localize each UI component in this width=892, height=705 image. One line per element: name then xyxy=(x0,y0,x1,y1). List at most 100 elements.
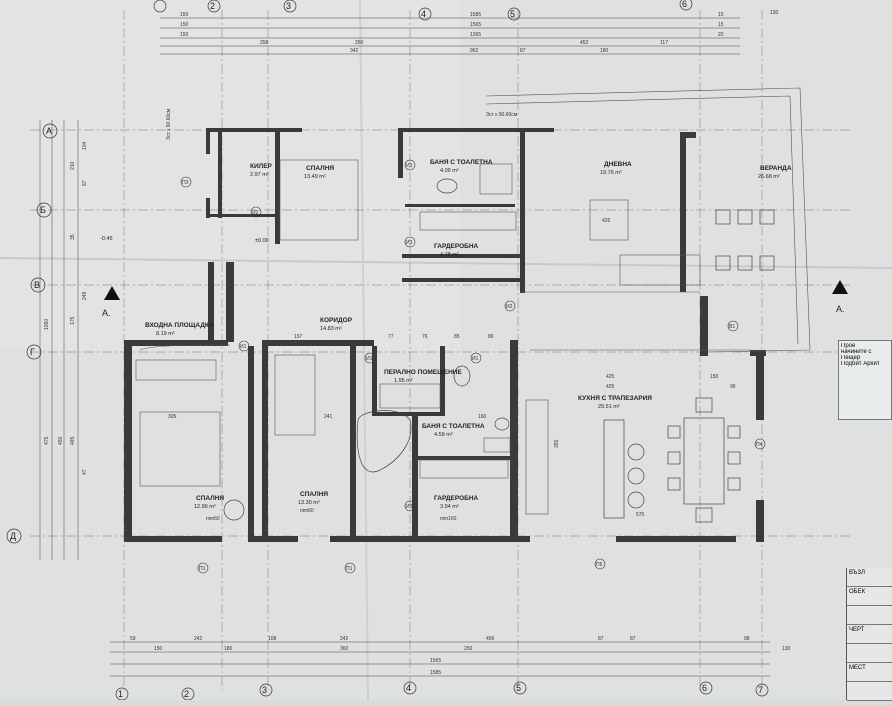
axis-bot-1: 1 xyxy=(118,689,123,699)
room-dnevna-area: 19.76 m² xyxy=(600,170,622,176)
dim-left-450: 450 xyxy=(58,436,64,445)
door-I3-c: И3 xyxy=(406,504,413,510)
room-spalnia-mid-area: 13.30 m² xyxy=(298,500,320,506)
dim-top-260: 260 xyxy=(355,40,364,46)
dim-left-465: 465 xyxy=(70,436,76,445)
left-dimensions: 104 87 210 35 1090 175 249 475 450 465 4… xyxy=(39,120,88,560)
room-bania-mid-area: 4.59 m² xyxy=(434,432,453,438)
room-garderob-top-area: 4.78 m² xyxy=(440,252,459,258)
left-axis-bubbles: А Б В Г Д xyxy=(6,123,58,544)
room-garderob-top-name: ГАРДЕРОБНА xyxy=(434,243,479,250)
door-P1-a: П1 xyxy=(199,566,206,572)
dim-inner-425a: 425 xyxy=(606,374,615,380)
dim-inner-86: 86 xyxy=(488,334,494,340)
axis-top-5: 5 xyxy=(510,9,515,19)
dim-top-150: 150 xyxy=(180,12,189,18)
dim-left-210: 210 xyxy=(70,161,76,170)
door-I1-b: И1 xyxy=(366,356,373,362)
title-block: ВЪЗЛ ОБЕК ЧЕРТ МЕСТ xyxy=(846,568,892,701)
dim-inner-575: 575 xyxy=(636,512,645,518)
dim-top-258: 258 xyxy=(260,40,269,46)
dim-top-117: 117 xyxy=(660,40,668,46)
door-P4: П4 xyxy=(756,442,763,448)
axis-left-V: В xyxy=(34,280,40,290)
room-koridor-name: КОРИДОР xyxy=(320,317,353,324)
axis-bot-4: 4 xyxy=(406,683,411,693)
room-kuhnia-area: 29.51 m² xyxy=(598,404,620,410)
axis-top-2: 2 xyxy=(210,1,215,11)
room-spalnia-top-area: 13.49 m² xyxy=(304,174,326,180)
door-P3: П3 xyxy=(182,180,189,186)
dim-bot-360: 360 xyxy=(340,646,349,652)
dim-top-180: 180 xyxy=(600,48,609,54)
dim-bot-242a: 242 xyxy=(194,636,203,642)
room-spalnia-left-area: 12.96 m² xyxy=(194,504,216,510)
room-kiler-name: КИЛЕР xyxy=(250,163,273,170)
axis-left-A: А xyxy=(46,126,52,136)
room-bania-top-area: 4.09 m² xyxy=(440,168,459,174)
dim-top-150b: 150 xyxy=(180,22,189,28)
label-ppp160: ппп160 xyxy=(440,516,457,522)
level-mark-zero: ±0.00 xyxy=(255,238,269,244)
axis-bot-3: 3 xyxy=(262,685,267,695)
label-stairs-b: Зст к 90.60см xyxy=(486,112,518,118)
room-spalnia-top-name: СПАЛНЯ xyxy=(306,165,334,172)
note-line-5: Подбит Архит xyxy=(841,361,880,367)
dim-left-35: 35 xyxy=(70,234,76,240)
room-bania-top-name: БАНЯ С ТОАЛЕТНА xyxy=(430,159,493,166)
axis-bot-6: 6 xyxy=(702,683,707,693)
room-veranda-area: 26.68 m² xyxy=(758,174,780,180)
room-peralno-area: 1.95 m² xyxy=(394,378,413,384)
dim-top-15: 15 xyxy=(718,12,724,18)
dim-bot-242b: 242 xyxy=(340,636,349,642)
door-I3-a: И3 xyxy=(406,163,413,169)
dim-bot-130: 130 xyxy=(782,646,791,652)
bottom-axis-bubbles: 1 2 3 4 5 6 7 xyxy=(115,681,769,701)
dim-inner-150: 150 xyxy=(710,374,719,380)
dim-top-1265: 1265 xyxy=(470,32,481,38)
axis-top-3: 3 xyxy=(286,1,291,11)
dim-inner-85: 85 xyxy=(454,334,460,340)
door-I1-c: И1 xyxy=(472,356,479,362)
room-spalnia-mid-name: СПАЛНЯ xyxy=(300,491,328,498)
room-spalnia-left-name: СПАЛНЯ xyxy=(196,495,224,502)
bottom-dimensions: 59 242 108 242 456 87 87 98 150 180 250 … xyxy=(110,636,791,677)
dim-top-150c: 150 xyxy=(180,32,189,38)
axis-bot-2: 2 xyxy=(184,689,189,699)
title-block-row-1: ВЪЗЛ xyxy=(847,568,892,587)
axis-bot-7: 7 xyxy=(758,685,763,695)
top-axis-bubbles: 2 3 4 5 6 xyxy=(153,0,693,21)
dim-top-342: 342 xyxy=(350,48,359,54)
dim-top-1585: 1585 xyxy=(470,12,481,18)
dim-inner-305: 305 xyxy=(168,414,177,420)
room-veranda-name: ВЕРАНДА xyxy=(760,165,792,172)
axis-top-6: 6 xyxy=(682,0,687,9)
door-P5-a: П5 xyxy=(596,562,603,568)
dim-bot-150: 150 xyxy=(154,646,163,652)
dim-top-452: 452 xyxy=(580,40,589,46)
walls xyxy=(124,128,766,542)
room-kuhnia-name: КУХНЯ С ТРАПЕЗАРИЯ xyxy=(578,395,652,402)
room-dnevna-name: ДНЕВНА xyxy=(604,161,632,168)
door-V1: В1 xyxy=(729,324,735,330)
axis-left-B: Б xyxy=(40,205,46,215)
room-garderob-bot-name: ГАРДЕРОБНА xyxy=(434,495,479,502)
title-block-row-3 xyxy=(847,606,892,625)
dim-top-20: 20 xyxy=(718,32,724,38)
door-markers: И2 И3 И3 И2 И1 И1 И1 И3 В1 П1 П1 П5 П4 П… xyxy=(180,159,766,574)
dim-top-1565: 1565 xyxy=(470,22,481,28)
dim-inner-76: 76 xyxy=(422,334,428,340)
door-P1-b: П1 xyxy=(346,566,353,572)
dim-left-475: 475 xyxy=(44,436,50,445)
axis-left-G: Г xyxy=(30,347,35,357)
dining-table xyxy=(603,209,775,523)
title-block-row-4: ЧЕРТ xyxy=(847,625,892,644)
dim-bot-1585: 1585 xyxy=(430,670,441,676)
dim-top-962: 962 xyxy=(470,48,479,54)
dim-bot-456: 456 xyxy=(486,636,495,642)
dim-bot-59: 59 xyxy=(130,636,136,642)
room-vhodna-name: ВХОДНА ПЛОЩАДКА xyxy=(145,322,214,329)
label-ppp60-a: ппп60 xyxy=(206,516,220,522)
dim-bot-1565: 1565 xyxy=(430,658,441,664)
section-markers: А. А. xyxy=(102,280,848,318)
